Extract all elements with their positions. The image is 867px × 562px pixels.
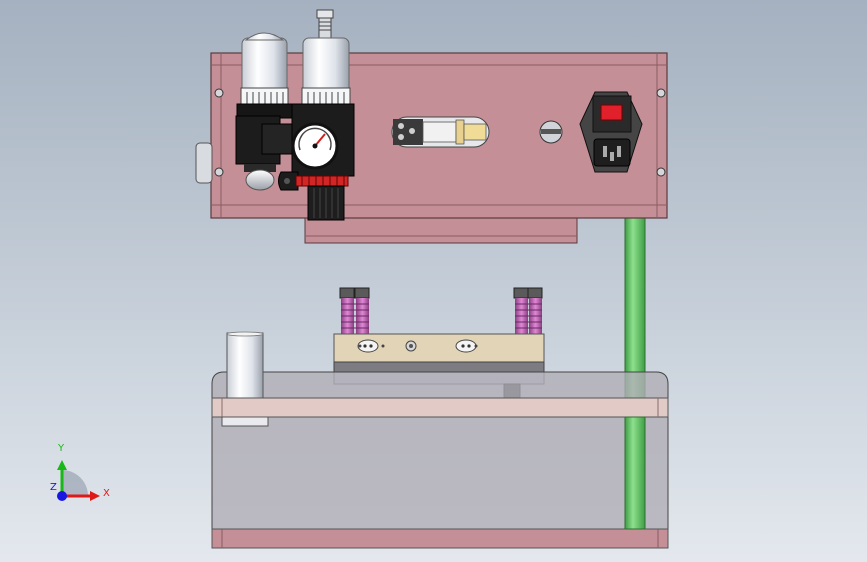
lower-top-plate bbox=[211, 397, 669, 418]
air-filter[interactable] bbox=[235, 32, 293, 191]
lower-base-plate bbox=[211, 528, 669, 549]
cylinder-sensor[interactable] bbox=[226, 332, 264, 399]
power-switch[interactable] bbox=[600, 104, 623, 121]
z-axis-dot bbox=[57, 491, 67, 501]
y-axis-label: Y bbox=[58, 443, 65, 454]
lower-housing[interactable] bbox=[211, 371, 669, 549]
solenoid-valve[interactable] bbox=[391, 116, 490, 148]
fuse-holder[interactable] bbox=[539, 120, 563, 144]
x-axis-label: X bbox=[103, 488, 110, 499]
upper-mount-plate bbox=[304, 215, 578, 244]
screw-icon bbox=[656, 88, 666, 98]
screw-icon bbox=[656, 167, 666, 177]
screw-icon bbox=[214, 88, 224, 98]
z-axis-label: Z bbox=[50, 482, 57, 493]
screw-icon bbox=[214, 167, 224, 177]
power-inlet-module[interactable] bbox=[579, 91, 643, 173]
drain-valve bbox=[245, 169, 275, 191]
lock-ring bbox=[295, 175, 349, 187]
guide-rod-front bbox=[624, 416, 646, 530]
orientation-triad bbox=[57, 460, 100, 501]
spring-assembly[interactable] bbox=[339, 287, 543, 334]
side-air-port bbox=[195, 142, 213, 184]
pressure-regulator[interactable] bbox=[278, 9, 355, 221]
